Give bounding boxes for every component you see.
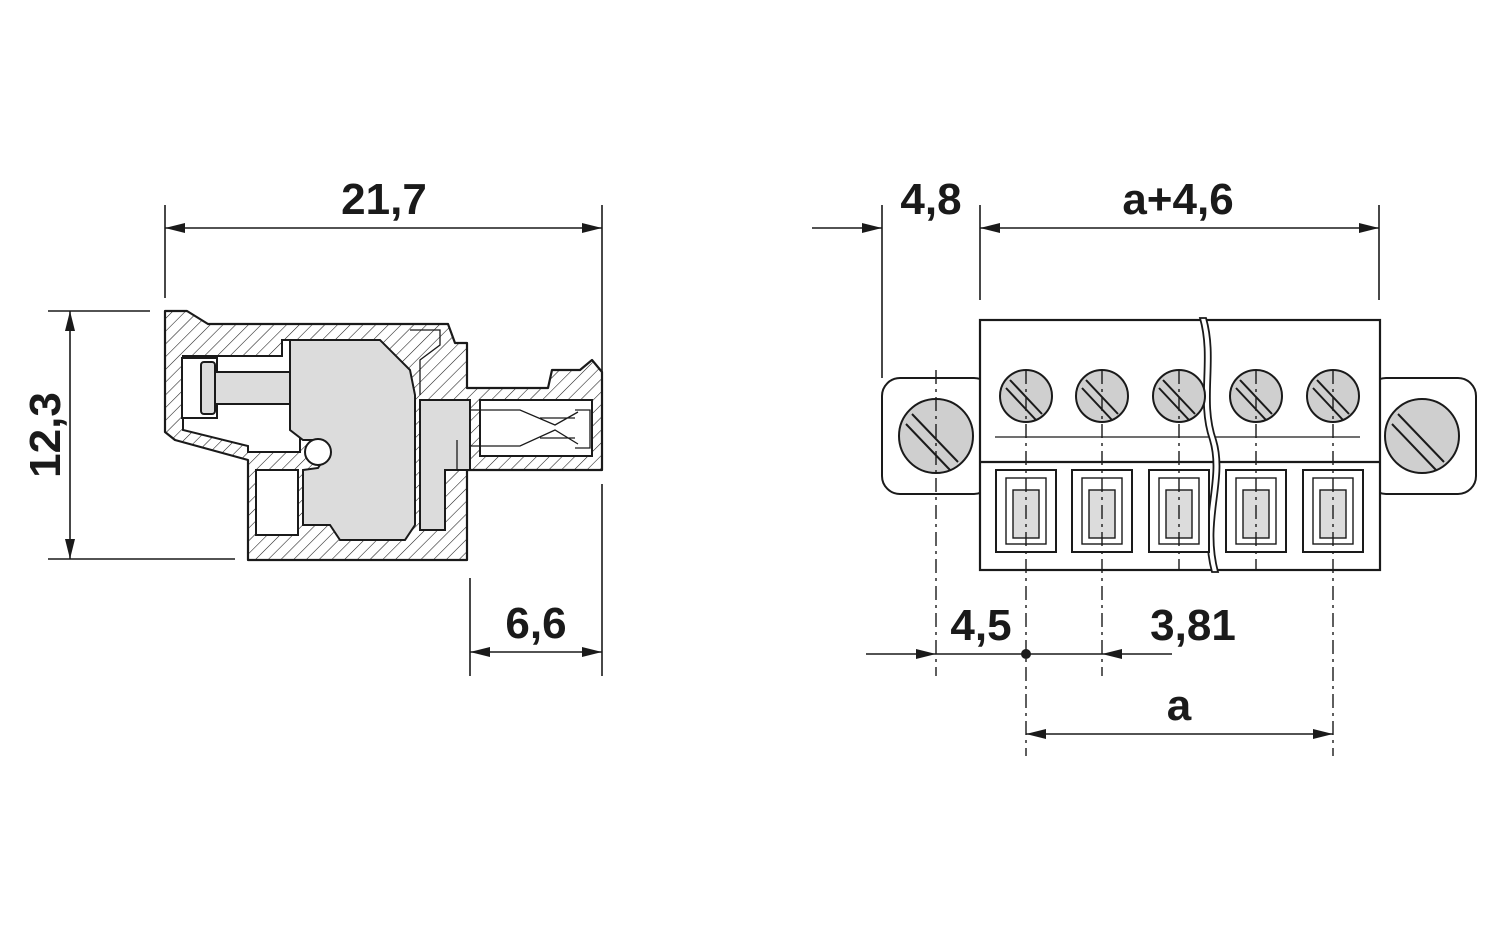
spring-wire [470, 409, 579, 447]
clamp-block [289, 339, 416, 541]
contact-spring [419, 399, 471, 531]
dim-label-overall-length: 21,7 [341, 175, 427, 224]
dim-label-flange: 4,8 [900, 175, 961, 224]
screw-body [214, 371, 298, 405]
front-view: 4,8 a+4,6 [812, 175, 1477, 756]
lower-cavity [255, 469, 299, 536]
contact-tip [575, 409, 591, 449]
break-mark [1198, 317, 1221, 573]
reference-dot [1021, 649, 1031, 659]
dim-label-plug-length: 6,6 [505, 599, 566, 648]
screw-shank [200, 361, 216, 415]
dim-label-pitch: 3,81 [1150, 601, 1236, 650]
clamp-hole [304, 438, 332, 466]
front-cavity [479, 399, 593, 457]
detail-line [410, 329, 441, 395]
flange-screw-right [1384, 398, 1460, 474]
dim-label-body-width: a+4,6 [1122, 175, 1233, 224]
dim-label-a: a [1167, 681, 1192, 730]
terminal-screw [1306, 369, 1360, 423]
dim-label-flange-pitch: 4,5 [950, 601, 1011, 650]
dim-label-height: 12,3 [21, 392, 70, 478]
side-view: 21,7 12,3 6,6 [21, 175, 604, 676]
